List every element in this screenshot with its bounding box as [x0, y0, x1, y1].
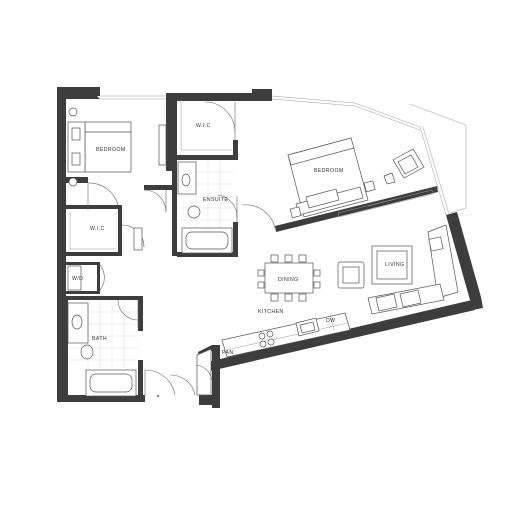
- room-label-wic-1: W.I.C: [196, 123, 211, 129]
- dining-area: DINING: [257, 254, 321, 302]
- sink-icon: [71, 314, 83, 330]
- bedroom-1: BEDROOM: [67, 107, 167, 187]
- entry-door: [144, 369, 196, 397]
- ensuite-room: ENSUITE: [177, 160, 238, 254]
- room-label-wd: W/D: [72, 276, 83, 282]
- kitchen-area: KITCHEN DW: [221, 309, 351, 358]
- walk-in-closet-1: W.I.C: [180, 100, 236, 151]
- window-lines: [100, 95, 467, 216]
- appliance-label-dw: DW: [326, 318, 335, 324]
- room-label-dining: DINING: [278, 277, 299, 283]
- pantry: PAN: [195, 348, 233, 396]
- lamp-icon: [68, 177, 78, 187]
- living-area: LIVING: [337, 224, 459, 315]
- bench: [305, 188, 340, 209]
- interior-walls: [66, 96, 438, 408]
- bedroom-2: BEDROOM: [287, 137, 434, 219]
- doors-left: [87, 182, 167, 251]
- bath-room: BATH: [67, 299, 139, 397]
- room-label-bedroom-2: BEDROOM: [314, 168, 344, 174]
- cooktop: [258, 330, 275, 348]
- room-label-wic-2: W.I.C: [90, 226, 105, 232]
- toilet-icon: [187, 205, 201, 219]
- exterior-walls: [57, 87, 483, 405]
- dining-table: [264, 262, 314, 294]
- master-door: [241, 204, 276, 229]
- room-label-kitchen: KITCHEN: [258, 309, 284, 315]
- armchair: [337, 261, 365, 289]
- lamp-icon: [68, 107, 78, 117]
- room-label-bath: BATH: [92, 336, 107, 342]
- room-label-bedroom-1: BEDROOM: [96, 147, 126, 153]
- sink-icon: [181, 173, 191, 187]
- laundry-closet: W/D: [67, 264, 105, 291]
- room-label-ensuite: ENSUITE: [203, 197, 228, 203]
- walk-in-closet-2: W.I.C: [69, 212, 116, 250]
- toilet-icon: [80, 344, 94, 360]
- armchair: [392, 148, 425, 179]
- bed: [84, 121, 132, 173]
- room-label-pantry: PAN: [222, 350, 233, 356]
- dresser: [158, 124, 167, 166]
- room-label-living: LIVING: [385, 262, 404, 268]
